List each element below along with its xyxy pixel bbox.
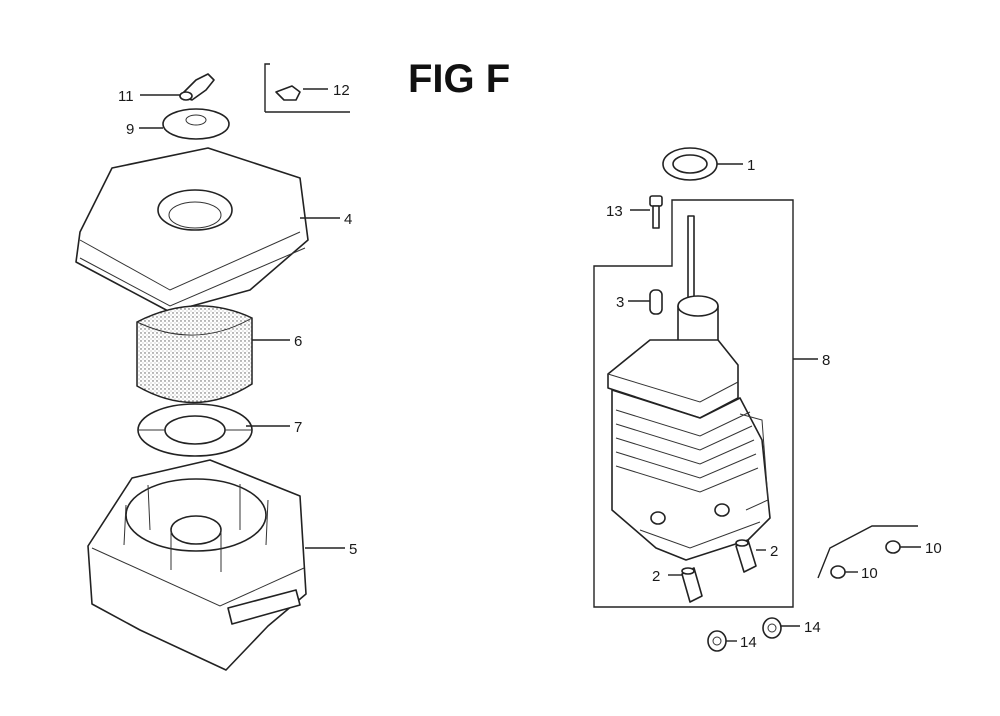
part-4-cleaner-cover (75, 147, 309, 313)
part-14-nut-a (707, 630, 727, 652)
callout-10-right: 10 (925, 540, 942, 557)
part-2-dowel-b (735, 539, 757, 573)
callout-14-left: 14 (740, 634, 757, 651)
callout-2-right: 2 (770, 543, 778, 560)
part-13-bolt (649, 195, 663, 229)
part-1-seal-ring (662, 147, 718, 181)
callout-12: 12 (333, 82, 350, 99)
part-9-washer (162, 108, 230, 140)
part-5-cleaner-case (87, 459, 307, 671)
callout-11: 11 (118, 88, 134, 105)
callout-6: 6 (294, 333, 302, 350)
part-2-dowel-a (681, 567, 703, 603)
leader-lines (139, 88, 921, 642)
callout-5: 5 (349, 541, 357, 558)
part-8-cylinder (607, 215, 771, 561)
callout-7: 7 (294, 419, 302, 436)
part-11-wing-nut (179, 73, 215, 101)
part-7-gasket (137, 403, 253, 457)
callout-13: 13 (606, 203, 623, 220)
part-8-assembly-bracket (593, 199, 794, 608)
callout-9: 9 (126, 121, 134, 138)
callout-4: 4 (344, 211, 352, 228)
callout-10-left: 10 (861, 565, 878, 582)
figure-title: FIG F (408, 57, 510, 101)
callout-2-left: 2 (652, 568, 660, 585)
part-3-dowel-pin (649, 289, 663, 315)
callout-1: 1 (747, 157, 755, 174)
part-14-nut-b (762, 617, 782, 639)
part-12-clip (264, 63, 350, 113)
callout-14-right: 14 (804, 619, 821, 636)
callout-8: 8 (822, 352, 830, 369)
part-6-foam-element (136, 305, 253, 404)
callout-3: 3 (616, 294, 624, 311)
